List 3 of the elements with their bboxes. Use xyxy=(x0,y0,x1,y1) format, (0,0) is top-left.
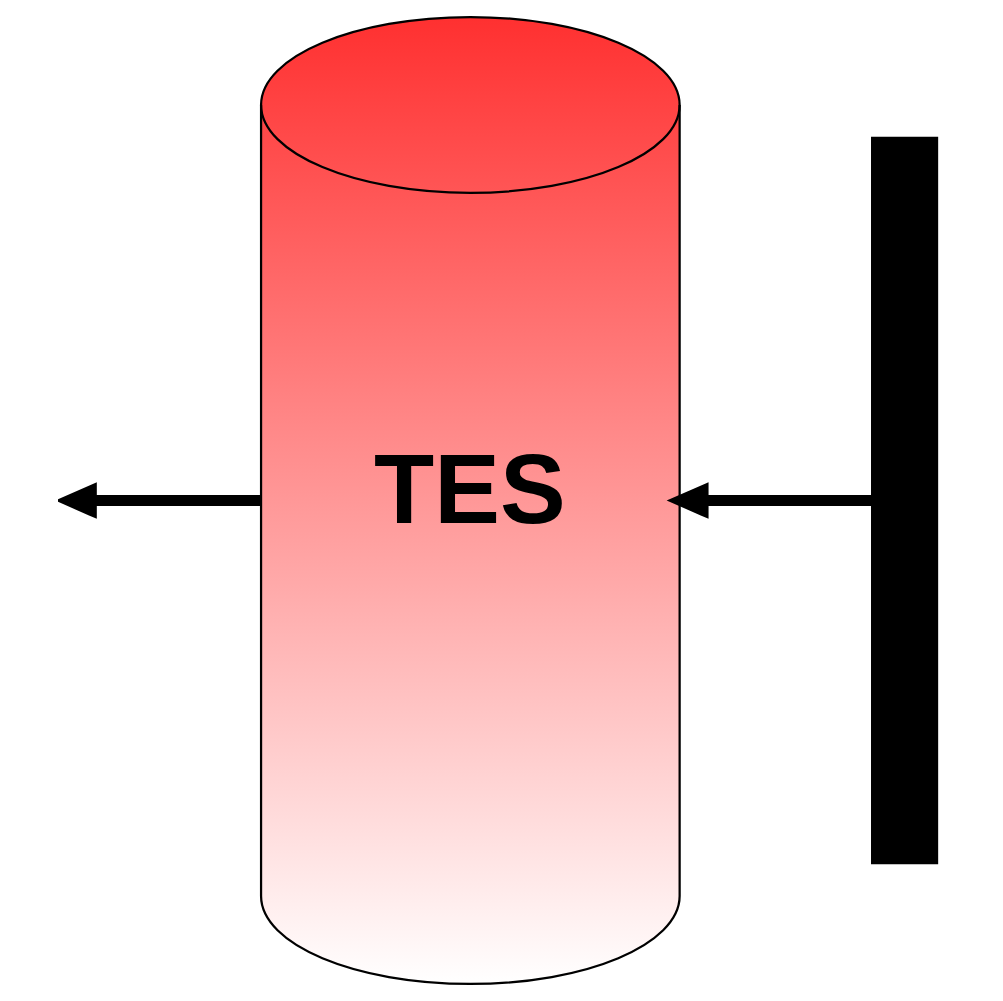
node-bar xyxy=(870,136,938,865)
arrow xyxy=(666,482,872,519)
arrow xyxy=(57,482,261,519)
